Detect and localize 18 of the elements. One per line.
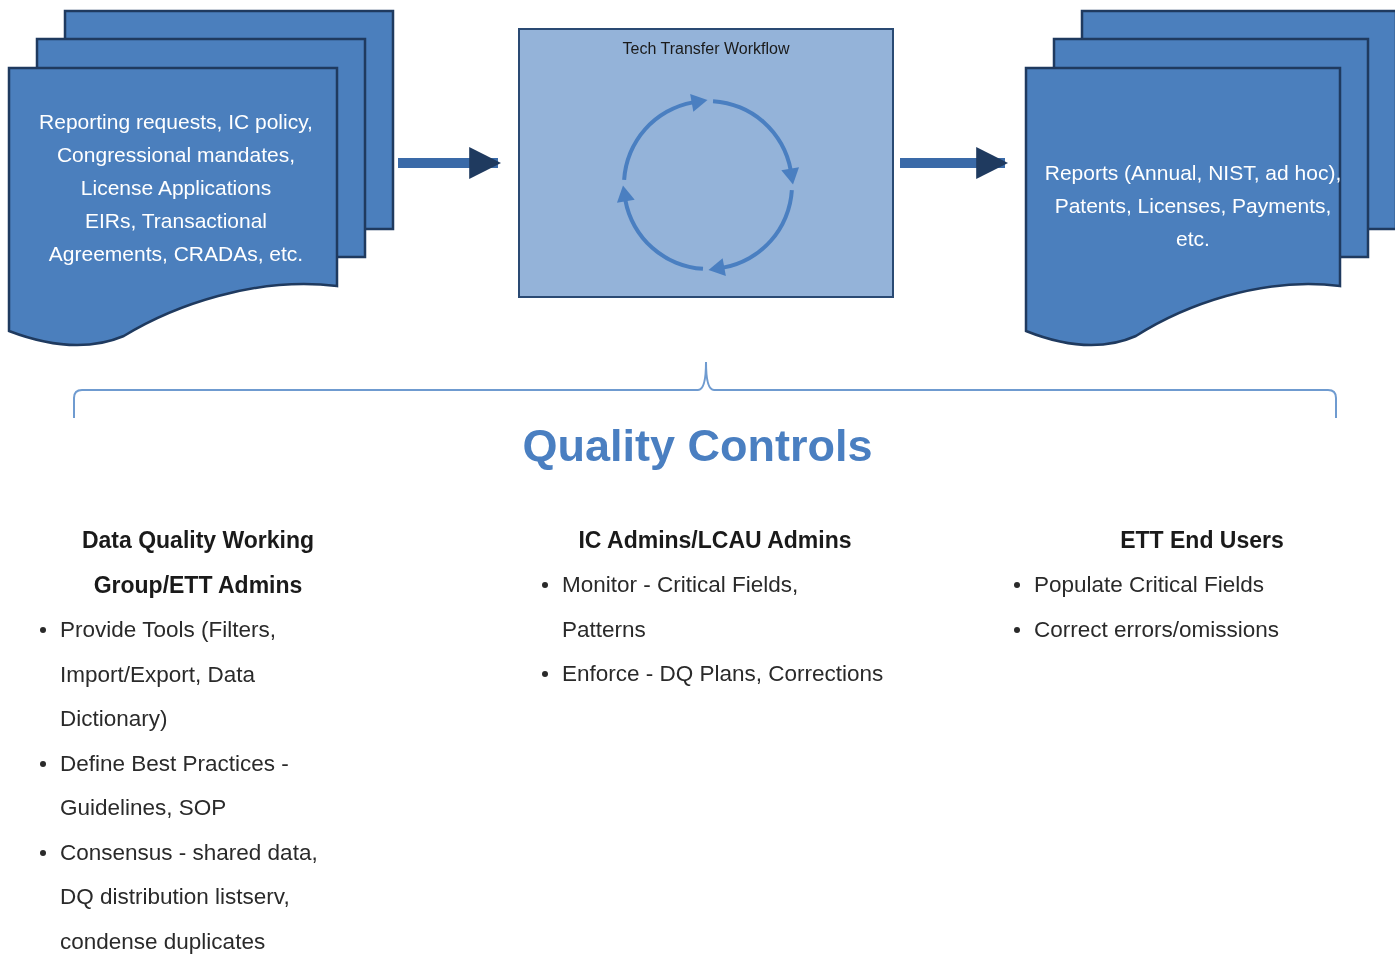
document-text: Reports (Annual, NIST, ad hoc), Patents, Licenses, Payments, etc. — [1043, 160, 1343, 252]
column-heading: IC Admins/LCAU Admins — [577, 526, 853, 555]
block-arrow — [900, 147, 1009, 179]
bullet-item: Define Best Practices - Guidelines, SOP — [60, 749, 290, 822]
document-text: Reporting requests, IC policy, Congressional mandates, License Applications — [38, 109, 314, 201]
block-arrow — [398, 147, 502, 179]
column-heading: ETT End Users — [1119, 526, 1285, 555]
bullet-item: Monitor - Critical Fields, Patterns — [562, 571, 800, 644]
document-text: EIRs, Transactional Agreements, CRADAs, etc. — [47, 208, 305, 267]
bullet-item: Consensus - shared data, DQ distribution listserv, condense duplicates — [60, 838, 319, 956]
process-box — [518, 28, 894, 298]
section-heading: Quality Controls — [522, 420, 873, 471]
column-heading: Data Quality Working Group/ETT Admins — [80, 526, 316, 600]
bullet-item: Enforce - DQ Plans, Corrections — [562, 660, 885, 688]
bullet-item: Populate Critical Fields — [1034, 571, 1266, 599]
box-title: Tech Transfer Workflow — [621, 40, 791, 58]
bullet-item: Provide Tools (Filters, Import/Export, Data Dictionary) — [60, 616, 277, 733]
bullet-item: Correct errors/omissions — [1034, 615, 1281, 644]
